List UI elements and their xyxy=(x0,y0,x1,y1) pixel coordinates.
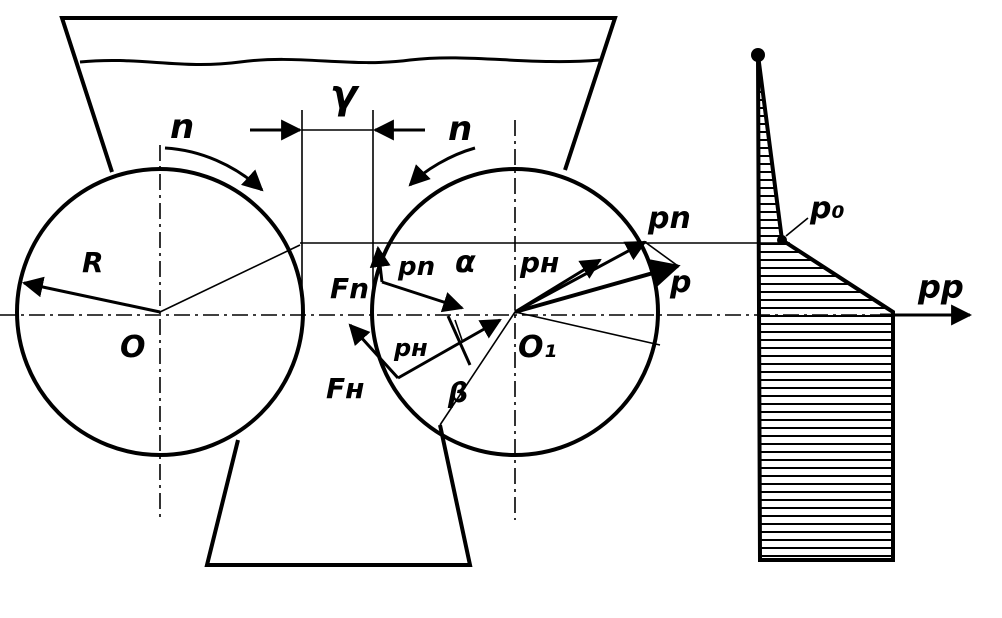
gap-label: γ xyxy=(330,72,360,118)
left-rotation-arrow xyxy=(164,146,264,192)
pn-vector-label: pn xyxy=(647,201,691,236)
fh-label: Fн xyxy=(326,372,364,405)
right-lower-line xyxy=(514,311,661,346)
pressure-hatch xyxy=(758,55,893,560)
radius-arrow xyxy=(21,276,161,314)
pp-label: pр xyxy=(917,268,964,306)
hopper xyxy=(59,16,618,173)
material-surface xyxy=(79,56,601,67)
center-right-label: O₁ xyxy=(518,330,557,365)
speed-right-label: n xyxy=(448,109,472,149)
p0-point xyxy=(777,235,787,245)
beta-label: β xyxy=(447,376,468,409)
right-rotation-arrow xyxy=(408,146,476,187)
center-left-label: O xyxy=(120,330,146,365)
center-lines xyxy=(0,120,900,520)
fn-label: Fn xyxy=(330,272,369,305)
right-lower-radius xyxy=(439,311,516,426)
p-vector xyxy=(514,259,681,314)
pn-right-segment xyxy=(644,241,679,267)
p-vector-label: p xyxy=(669,265,691,300)
peak-point xyxy=(751,48,765,62)
force-vectors xyxy=(348,240,681,380)
fh-vector xyxy=(348,323,400,380)
left-contact-line xyxy=(159,244,301,313)
gamma-mark xyxy=(454,319,463,341)
pn-small-label: pn xyxy=(397,252,435,282)
discharge-chute xyxy=(204,424,473,567)
ph-left-vector xyxy=(397,318,502,380)
p0-leader xyxy=(785,217,809,237)
p0-label: p₀ xyxy=(809,191,845,226)
ph-inner-vector xyxy=(514,258,602,314)
speed-left-label: n xyxy=(170,107,194,147)
gap-dimension xyxy=(250,110,425,300)
pressure-diagram xyxy=(751,48,973,562)
fn-vector xyxy=(369,245,391,283)
radius-label: R xyxy=(82,246,104,279)
ph-small-label: pн xyxy=(393,334,428,362)
alpha-label: α xyxy=(455,245,476,280)
ph-vector-label: pн xyxy=(519,246,559,279)
pn-left-vector xyxy=(381,280,464,313)
beta-line xyxy=(446,315,472,366)
